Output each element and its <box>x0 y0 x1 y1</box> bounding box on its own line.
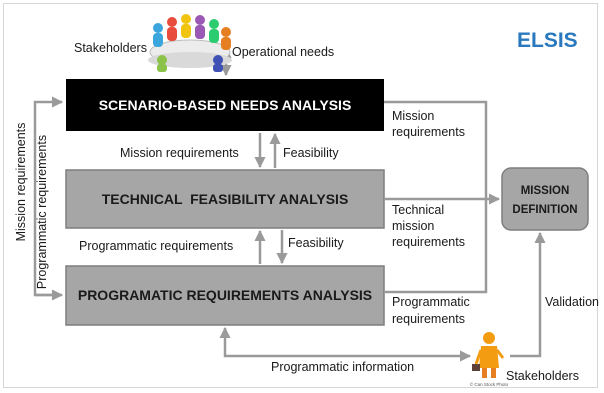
programmatic-req-right-line1: Programmatic <box>392 295 470 309</box>
mission-definition-line1: MISSION <box>521 185 570 197</box>
validation-label: Validation <box>545 295 599 309</box>
stakeholders-bottom-label: Stakeholders <box>506 369 579 383</box>
validation-arrow <box>510 231 546 358</box>
technical-mission-req-line2: mission <box>392 219 434 233</box>
feasibility-label-2: Feasibility <box>288 236 344 250</box>
elsis-logo: ELSIS <box>517 29 578 52</box>
mission-req-right-line2: requirements <box>392 125 465 139</box>
left-vertical-programmatic-req: Programmatic requirements <box>35 135 49 289</box>
programmatic-information-arrow <box>219 326 472 362</box>
programatic-box <box>65 265 385 326</box>
programmatic-req-mid-label: Programmatic requirements <box>79 239 233 253</box>
diagram-frame <box>3 3 598 388</box>
mission-req-mid-label: Mission requirements <box>120 146 239 160</box>
stakeholders-top-label: Stakeholders <box>74 41 147 55</box>
feasibility-label-1: Feasibility <box>283 146 339 160</box>
stakeholder-person-icon: © Can Stock Photo <box>470 332 509 387</box>
technical-mission-req-line1: Technical <box>392 203 444 217</box>
scenario-to-collector <box>384 100 488 294</box>
left-vertical-mission-req: Mission requirements <box>14 123 28 242</box>
programmatic-information-label: Programmatic information <box>271 360 414 374</box>
programatic-box-title: PROGRAMATIC REQUIREMENTS ANALYSIS <box>78 287 372 303</box>
operational-needs-label: Operational needs <box>232 45 334 59</box>
person-caption: © Can Stock Photo <box>470 381 509 387</box>
programmatic-req-right-line2: requirements <box>392 312 465 326</box>
technical-mission-req-line3: requirements <box>392 235 465 249</box>
mission-definition-line2: DEFINITION <box>512 204 577 216</box>
elsis-logo-text: ELSIS <box>517 29 578 52</box>
mission-definition-box <box>501 167 589 231</box>
scenario-box-title: SCENARIO-BASED NEEDS ANALYSIS <box>99 97 352 113</box>
technical-box-title: TECHNICAL FEASIBILITY ANALYSIS <box>102 191 349 207</box>
scenario-box <box>66 79 384 131</box>
technical-box <box>65 169 385 229</box>
mission-req-right-line1: Mission <box>392 109 434 123</box>
stakeholders-meeting-icon <box>148 14 232 72</box>
